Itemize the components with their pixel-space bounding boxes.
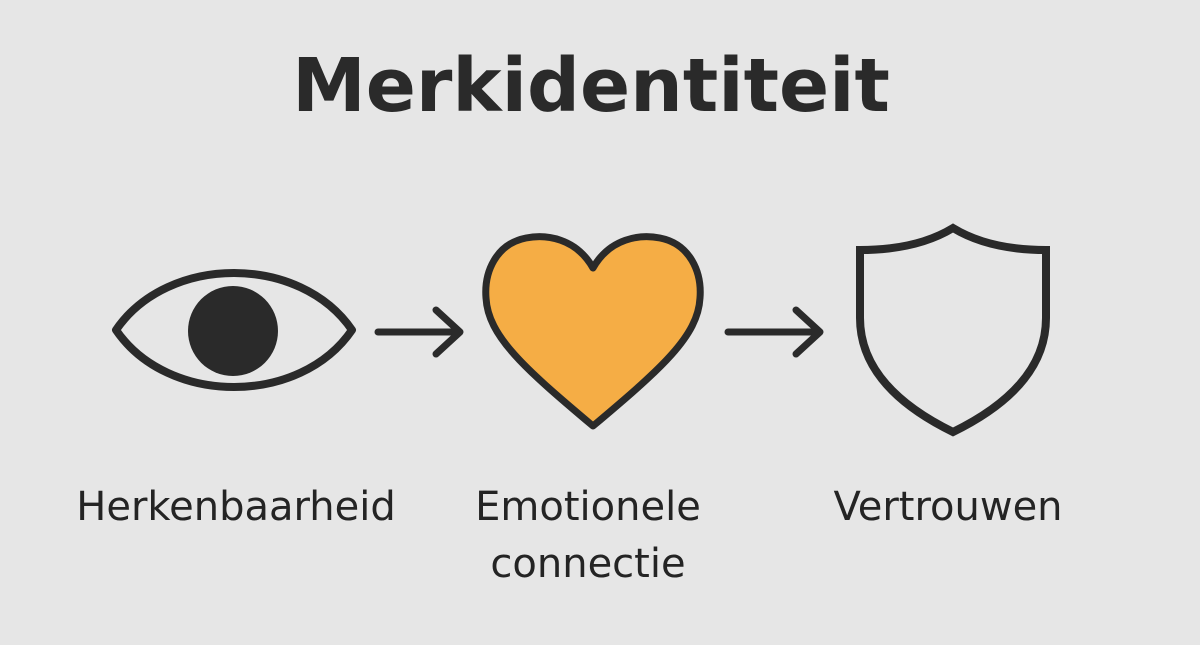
shield-icon	[852, 222, 1054, 438]
arrow-right-icon	[722, 304, 828, 360]
step-label-emotionele-connectie-line2: connectie	[490, 541, 686, 587]
arrow-right-icon	[372, 304, 468, 360]
eye-icon	[108, 256, 360, 404]
step-label-herkenbaarheid: Herkenbaarheid	[76, 484, 396, 530]
page-title: Merkidentiteit	[292, 43, 890, 129]
step-label-vertrouwen: Vertrouwen	[833, 484, 1063, 530]
step-label-emotionele-connectie-line1: Emotionele	[475, 484, 701, 530]
heart-icon	[480, 228, 706, 434]
